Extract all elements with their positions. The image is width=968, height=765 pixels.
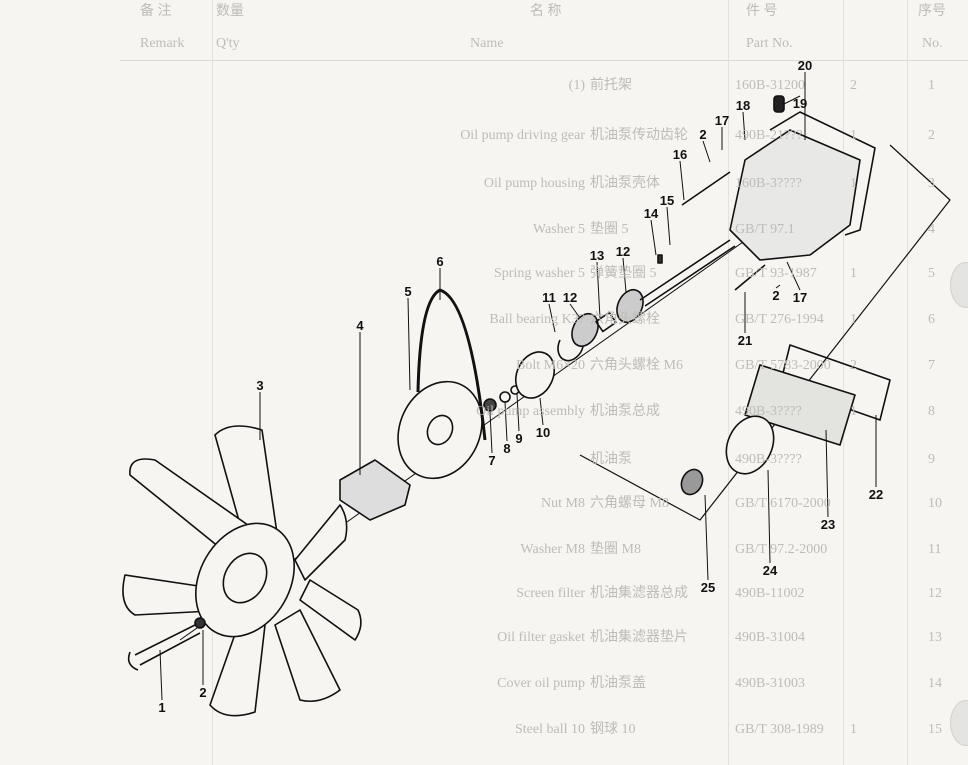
table-divider xyxy=(728,0,729,765)
inset-outline xyxy=(579,144,951,521)
spacer xyxy=(339,459,411,521)
callout-label: 7 xyxy=(488,453,495,468)
table-divider xyxy=(212,0,213,765)
oil-pump-cover xyxy=(744,364,856,446)
leader-line xyxy=(742,111,746,141)
leader-line xyxy=(622,257,627,293)
leader-line xyxy=(786,261,801,291)
bolt xyxy=(681,171,766,291)
bearing xyxy=(571,312,599,348)
leader-line xyxy=(704,494,709,581)
leader-line xyxy=(548,303,556,333)
leader-line xyxy=(775,284,781,289)
fan xyxy=(122,425,362,717)
callout-label: 5 xyxy=(404,284,411,299)
steel-ball-plug xyxy=(680,468,704,496)
leader-line xyxy=(516,393,520,432)
leader-line xyxy=(159,649,163,701)
callout-label: 6 xyxy=(436,254,443,269)
callout-label: 14 xyxy=(644,206,659,221)
callout-label: 24 xyxy=(763,563,778,578)
leader-line xyxy=(783,95,801,105)
washer xyxy=(499,391,511,403)
callout-label: 12 xyxy=(563,290,577,305)
callout-label: 21 xyxy=(738,333,752,348)
callout-label: 15 xyxy=(660,193,674,208)
pump-housing xyxy=(729,129,861,261)
callout-label: 4 xyxy=(356,318,364,333)
spacer-sleeve xyxy=(595,311,617,333)
callout-label: 1 xyxy=(158,700,165,715)
leader-line xyxy=(489,411,493,454)
leader-line xyxy=(650,219,657,256)
table-divider xyxy=(843,0,844,765)
leader-line xyxy=(569,303,581,319)
leader-line xyxy=(539,397,544,426)
filter-disc xyxy=(725,415,775,475)
callout-label: 17 xyxy=(715,113,729,128)
bolt xyxy=(127,624,201,671)
callout-label: 18 xyxy=(736,98,750,113)
callout-label: 25 xyxy=(701,580,715,595)
leader-line xyxy=(596,261,601,319)
callout-label: 20 xyxy=(798,58,812,73)
callout-label: 17 xyxy=(793,290,807,305)
callout-label: 16 xyxy=(673,147,687,162)
callout-label: 11 xyxy=(542,290,556,305)
callout-label: 22 xyxy=(869,487,883,502)
gear-hub xyxy=(514,351,556,399)
callout-label: 23 xyxy=(821,517,835,532)
callout-label: 2 xyxy=(199,685,206,700)
leader-line xyxy=(666,206,671,246)
callout-label: 8 xyxy=(503,441,510,456)
shaft xyxy=(639,239,736,307)
leader-line xyxy=(825,429,829,518)
leader-line xyxy=(407,297,411,391)
callout-label: 9 xyxy=(515,431,522,446)
housing-flange xyxy=(769,111,876,236)
washer xyxy=(194,617,206,629)
callout-label: 12 xyxy=(616,244,630,259)
callout-label: 2 xyxy=(699,127,706,142)
bearing xyxy=(616,288,644,324)
pulley xyxy=(397,380,483,480)
key xyxy=(657,254,663,264)
table-header-rule xyxy=(120,60,968,61)
callout-label: 2 xyxy=(772,288,779,303)
callout-label: 3 xyxy=(256,378,263,393)
leader-line xyxy=(679,160,685,201)
plug xyxy=(773,95,785,113)
callout-label: 19 xyxy=(793,96,807,111)
nut xyxy=(483,398,497,412)
leader-line xyxy=(504,401,508,442)
callout-label: 13 xyxy=(590,248,604,263)
callout-label: 10 xyxy=(536,425,550,440)
table-divider xyxy=(907,0,908,765)
leader-line xyxy=(767,469,771,564)
leader-line xyxy=(702,140,711,163)
